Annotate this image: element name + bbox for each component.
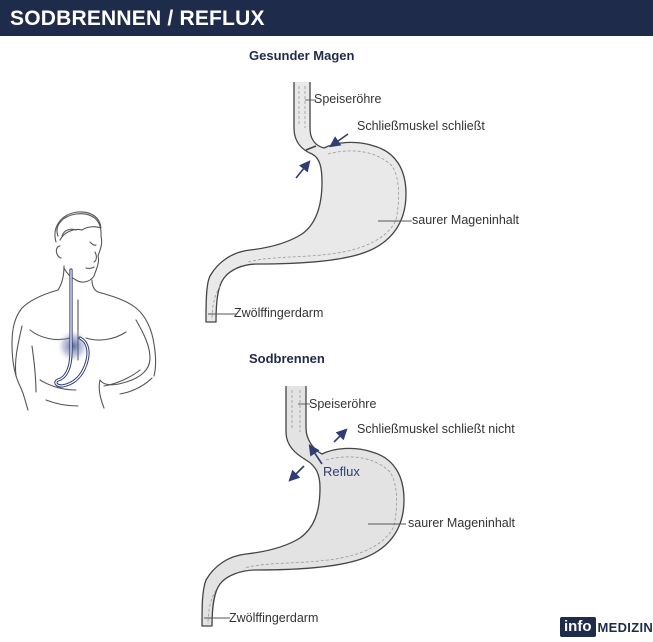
logo-info-text: info [560,617,596,637]
heartburn-label-sphincter: Schließmuskel schließt nicht [357,422,515,436]
infomedizin-logo: info MEDIZIN [560,616,653,638]
healthy-label-esophagus: Speiseröhre [314,92,382,106]
heartburn-label-stomach-content: saurer Mageninhalt [408,516,516,530]
heartburn-arrow-right [333,428,348,443]
heartburn-stomach-diagram [201,386,405,627]
heartburn-section-title: Sodbrennen [249,351,325,366]
healthy-label-sphincter: Schließmuskel schließt [357,119,485,133]
healthy-stomach-shape [205,82,407,323]
healthy-sphincter [305,145,317,151]
logo-medizin-text: MEDIZIN [597,619,653,635]
healthy-label-stomach-content: saurer Mageninhalt [412,213,520,227]
healthy-leader-lines [208,99,412,315]
heartburn-glow [56,329,90,363]
header-bar: SODBRENNEN / REFLUX [0,0,653,36]
figure-digestive-tract [54,268,90,388]
healthy-label-duodenum: Zwölffingerdarm [234,306,324,320]
healthy-arrow-left [295,160,311,179]
page-title: SODBRENNEN / REFLUX [10,7,265,30]
heartburn-label-esophagus: Speiseröhre [309,397,377,411]
heartburn-label-reflux: Reflux [323,464,360,479]
heartburn-leader-lines [204,403,406,619]
heartburn-label-duodenum: Zwölffingerdarm [229,611,319,625]
healthy-stomach-lining [211,86,400,321]
figure-neck [57,265,65,291]
figure-torso [11,289,59,411]
heartburn-stomach-lining [207,390,398,625]
healthy-arrow-right [329,133,349,148]
human-figure [11,211,157,411]
heartburn-arrow-left [288,465,305,482]
reflux-arrow [308,444,323,465]
healthy-stomach-diagram [205,82,407,323]
healthy-section-title: Gesunder Magen [249,48,355,63]
figure-head [56,213,103,283]
figure-hair [54,211,102,243]
